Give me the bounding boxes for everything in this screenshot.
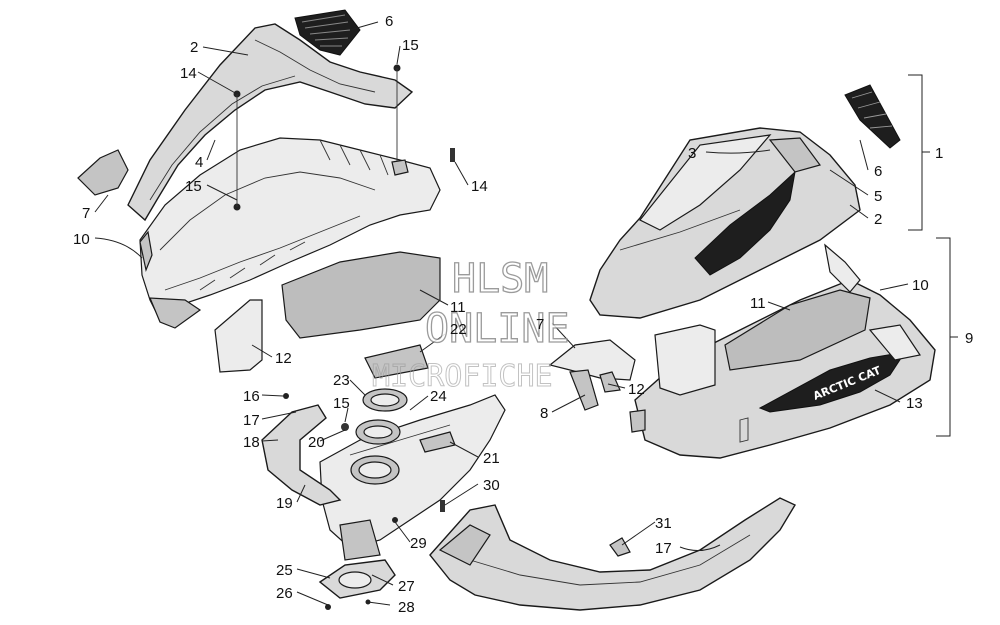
callout-31: 31 — [655, 515, 672, 532]
callout-6-right: 6 — [874, 163, 882, 180]
callout-15-left: 15 — [185, 178, 202, 195]
callout-22: 22 — [450, 321, 467, 338]
callout-12-center: 12 — [628, 381, 645, 398]
callout-11-right: 11 — [750, 295, 766, 312]
belly-pan — [429, 497, 796, 611]
left-side-panel-upper — [77, 9, 455, 373]
callout-labels: 2 14 6 15 4 15 14 7 10 11 12 3 1 6 5 2 1… — [73, 13, 973, 616]
callout-28: 28 — [398, 599, 415, 616]
callout-17-right: 17 — [655, 540, 672, 557]
callout-23: 23 — [333, 372, 350, 389]
callout-2-right: 2 — [874, 211, 882, 228]
callout-20: 20 — [308, 434, 325, 451]
callout-21: 21 — [483, 450, 500, 467]
right-side-panel-upper — [589, 84, 901, 319]
callout-24: 24 — [430, 388, 447, 405]
callout-13: 13 — [906, 395, 923, 412]
callout-10-right: 10 — [912, 277, 929, 294]
callout-18: 18 — [243, 434, 260, 451]
callout-14-upper-left: 14 — [180, 65, 197, 82]
callout-30: 30 — [483, 477, 500, 494]
callout-7-center: 7 — [536, 316, 544, 333]
callout-17-left: 17 — [243, 412, 260, 429]
callout-3: 3 — [688, 145, 696, 162]
watermark: HLSM ONLINE MICROFICHE — [372, 255, 571, 394]
watermark-line-2: ONLINE — [425, 306, 570, 352]
watermark-line-3: MICROFICHE — [372, 359, 553, 394]
callout-14-right: 14 — [471, 178, 488, 195]
callout-6-upper-left: 6 — [385, 13, 393, 30]
callout-12-left: 12 — [275, 350, 292, 367]
callout-25: 25 — [276, 562, 293, 579]
leader-lines — [94, 21, 958, 606]
callout-15-upper: 15 — [402, 37, 419, 54]
callout-1: 1 — [935, 145, 943, 162]
callout-4: 4 — [195, 154, 203, 171]
center-clip-parts — [548, 339, 636, 411]
callout-26: 26 — [276, 585, 293, 602]
callout-8: 8 — [540, 405, 548, 422]
callout-5: 5 — [874, 188, 882, 205]
callout-16: 16 — [243, 388, 260, 405]
callout-7-left: 7 — [82, 205, 90, 222]
callout-15-lower: 15 — [333, 395, 350, 412]
callout-2-upper-left: 2 — [190, 39, 198, 56]
callout-27: 27 — [398, 578, 415, 595]
callout-29: 29 — [410, 535, 427, 552]
callout-10-left: 10 — [73, 231, 90, 248]
lower-inner-panel — [261, 344, 506, 610]
callout-19: 19 — [276, 495, 293, 512]
right-side-panel-lower: ARCTIC CAT — [629, 243, 936, 459]
watermark-line-1: HLSM — [452, 256, 548, 302]
callout-11-left: 11 — [450, 299, 466, 316]
callout-9: 9 — [965, 330, 973, 347]
